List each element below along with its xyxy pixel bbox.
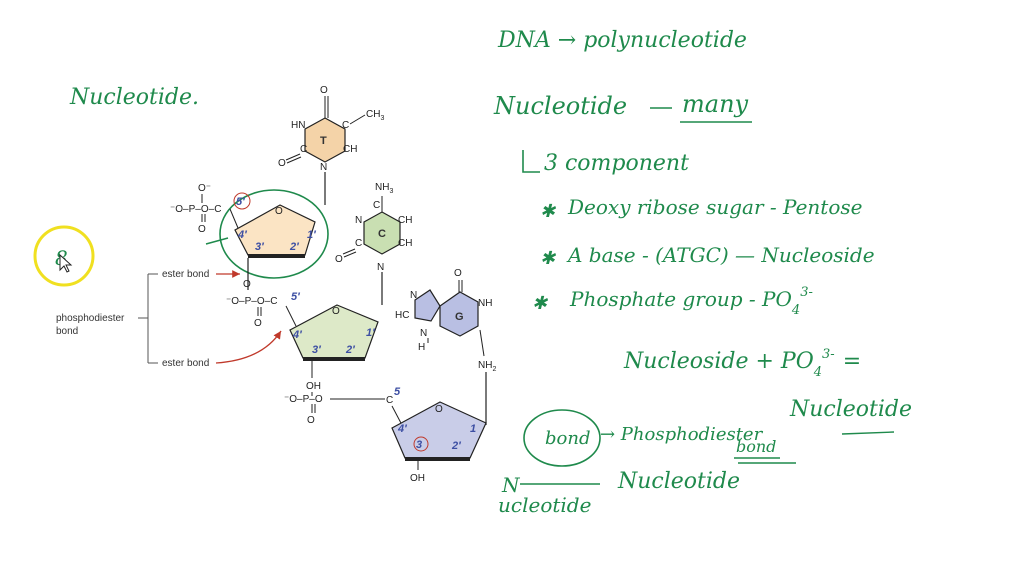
svg-text:NH3: NH3 xyxy=(375,182,393,195)
svg-text:4′: 4′ xyxy=(292,329,303,341)
svg-text:O: O xyxy=(307,415,315,426)
svg-text:OH: OH xyxy=(410,473,425,484)
svg-text:O: O xyxy=(278,158,286,169)
svg-text:1: 1 xyxy=(470,423,476,435)
svg-text:O: O xyxy=(275,206,283,217)
note-ucleotide: ucleotide xyxy=(498,493,591,517)
svg-text:3′: 3′ xyxy=(255,241,265,253)
svg-text:C: C xyxy=(378,228,386,240)
svg-text:ester bond: ester bond xyxy=(162,269,209,280)
note-phosphate-group: Phosphate group - PO43- xyxy=(569,285,813,318)
note-nucleotide-right: Nucleotide xyxy=(789,397,912,422)
svg-text:2′: 2′ xyxy=(345,344,356,356)
svg-text:O: O xyxy=(198,224,206,235)
svg-text:phosphodiester: phosphodiester xyxy=(56,313,125,324)
svg-text:C: C xyxy=(355,238,362,249)
svg-text:5′: 5′ xyxy=(291,291,301,303)
svg-text:HN: HN xyxy=(291,120,305,131)
nucleotide-heading: Nucleotide. xyxy=(69,85,199,110)
svg-text:⁻O–P–O: ⁻O–P–O xyxy=(284,394,323,405)
sugar-2: O 4′ 3′ 2′ 1′ OH xyxy=(289,304,379,392)
svg-text:O: O xyxy=(435,404,443,415)
svg-text:O: O xyxy=(332,306,340,317)
svg-text:CH: CH xyxy=(398,215,412,226)
note-nucleotide-bottom: Nucleotide xyxy=(617,469,740,494)
note-dna-polynucleotide: DNA → polynucleotide xyxy=(497,28,747,53)
svg-text:C: C xyxy=(373,200,380,211)
sugar-3: O 4′ 3 2′ 1 OH xyxy=(391,401,487,484)
svg-text:O: O xyxy=(254,318,262,329)
cursor-indicator: 8 xyxy=(33,225,95,287)
note-n: N xyxy=(501,473,521,497)
note-nucleotide: Nucleotide xyxy=(493,92,627,120)
svg-text:3: 3 xyxy=(416,439,422,451)
svg-text:CH: CH xyxy=(398,238,412,249)
svg-text:3′: 3′ xyxy=(312,344,322,356)
svg-text:CH3: CH3 xyxy=(366,109,384,122)
svg-text:5: 5 xyxy=(394,386,401,398)
svg-text:2′: 2′ xyxy=(451,440,462,452)
svg-text:⁻O–P–O–C: ⁻O–P–O–C xyxy=(226,296,277,307)
svg-text:CH: CH xyxy=(343,144,357,155)
svg-text:OH: OH xyxy=(306,381,321,392)
phosphate-middle: ⁻O–P–O–C O 5′ xyxy=(226,291,301,329)
svg-text:4′: 4′ xyxy=(397,423,408,435)
svg-text:O: O xyxy=(454,268,462,279)
svg-text:NH: NH xyxy=(478,298,492,309)
svg-text:C: C xyxy=(342,120,349,131)
dna-structure-diagram: T O HN C CH3 C O CH N O 4′ 3′ 2′ 1′ xyxy=(56,85,496,484)
svg-text:✱: ✱ xyxy=(540,248,557,269)
note-deoxyribose: Deoxy ribose sugar - Pentose xyxy=(567,195,862,219)
svg-text:⁻O–P–O–C: ⁻O–P–O–C xyxy=(170,204,221,215)
svg-text:ester bond: ester bond xyxy=(162,358,209,369)
svg-text:2′: 2′ xyxy=(289,241,300,253)
guanine-base: G O NH HC N N H NH2 xyxy=(395,268,496,425)
svg-text:4′: 4′ xyxy=(237,229,248,241)
svg-text:N: N xyxy=(320,162,327,173)
svg-text:NH2: NH2 xyxy=(478,360,496,373)
svg-text:O⁻: O⁻ xyxy=(198,183,211,194)
note-base: A base - (ATGC) — Nucleoside xyxy=(566,243,875,267)
note-3-component: 3 component xyxy=(544,151,689,176)
svg-text:O: O xyxy=(320,85,328,96)
svg-text:1′: 1′ xyxy=(307,229,317,241)
svg-text:O: O xyxy=(335,254,343,265)
svg-text:T: T xyxy=(320,135,327,147)
svg-text:N: N xyxy=(355,215,362,226)
svg-text:✱: ✱ xyxy=(532,293,549,314)
svg-text:N: N xyxy=(410,290,417,301)
svg-text:5′: 5′ xyxy=(236,196,246,208)
svg-text:C: C xyxy=(300,144,307,155)
bond-labels: ester bond ester bond phosphodiester bon… xyxy=(56,269,282,369)
svg-text:HC: HC xyxy=(395,310,409,321)
note-phosphodiester: → Phosphodiester xyxy=(600,424,764,445)
cytosine-base: C NH3 C CH CH N C O N xyxy=(335,182,412,305)
svg-text:1′: 1′ xyxy=(366,327,376,339)
svg-text:✱: ✱ xyxy=(540,201,557,222)
phosphate-top: ⁻O–P–O–C O⁻ O 5′ xyxy=(170,183,251,235)
thymine-base: T O HN C CH3 C O CH N xyxy=(278,85,384,205)
svg-text:bond: bond xyxy=(56,326,78,337)
note-many: many xyxy=(682,90,749,118)
phosphate-bottom: ⁻O–P–O C O 5 xyxy=(284,386,403,426)
svg-text:H: H xyxy=(418,342,425,353)
svg-text:C: C xyxy=(386,395,393,406)
note-nucleoside-plus: Nucleoside + PO43-= xyxy=(623,347,861,380)
svg-text:G: G xyxy=(455,311,464,323)
sugar-1: O 4′ 3′ 2′ 1′ xyxy=(205,189,329,279)
svg-text:N: N xyxy=(420,328,427,339)
note-bond-small: bond xyxy=(736,437,776,456)
svg-text:N: N xyxy=(377,262,384,273)
svg-text:O: O xyxy=(243,279,251,290)
note-bond: bond xyxy=(545,428,590,449)
handwritten-notes: DNA → polynucleotide Nucleotide many 3 c… xyxy=(493,28,912,517)
